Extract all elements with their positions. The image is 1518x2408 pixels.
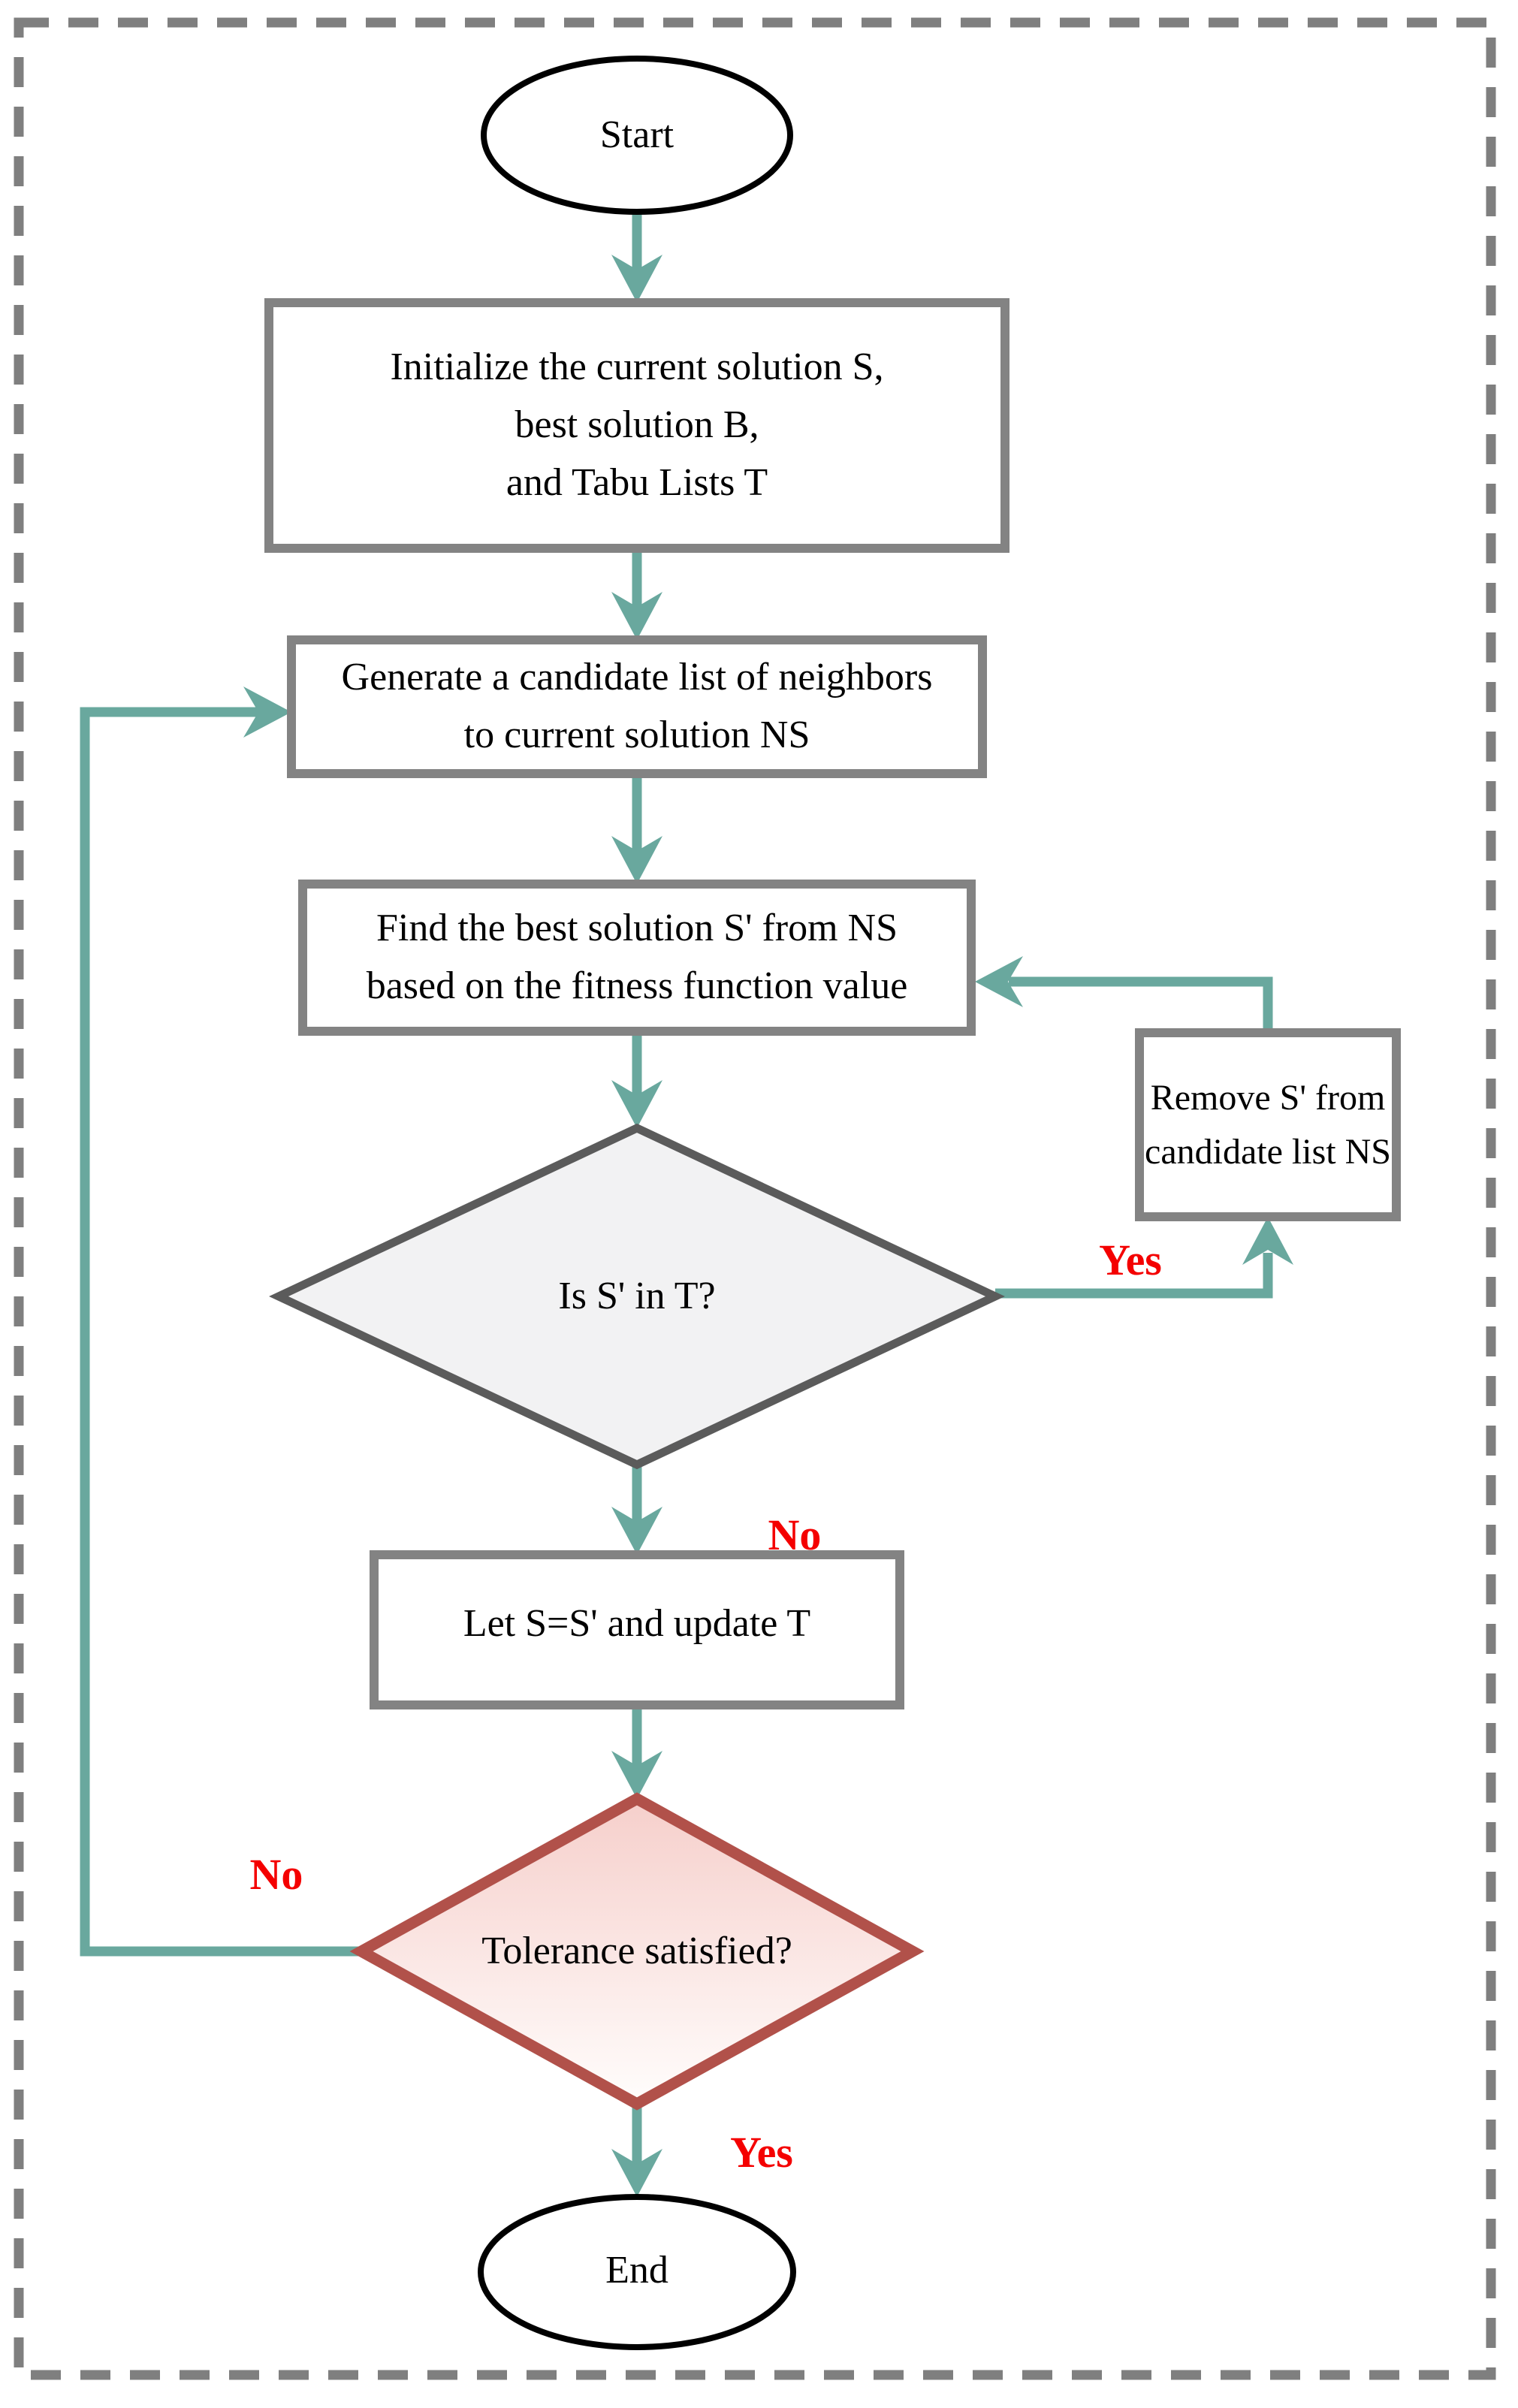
arrowhead-down-icon — [611, 255, 662, 303]
arrowhead-down-icon — [611, 592, 662, 640]
initialize-process-box — [264, 298, 1009, 553]
tabu-no-branch-label: No — [768, 1510, 822, 1559]
find-label: Find the best solution S' from NS based … — [303, 884, 971, 1031]
initialize-label: Initialize the current solution S, best … — [269, 303, 1005, 548]
connector-tolerance-no-to-generate — [80, 707, 361, 1957]
start-label: Start — [599, 113, 674, 156]
remove-line-1: Remove S' from — [1150, 1078, 1386, 1118]
connector-lines — [80, 212, 1273, 2164]
dashed-page-border — [14, 17, 1496, 2380]
initialize-line-3: and Tabu Lists T — [505, 460, 768, 504]
end-terminal-ellipse — [478, 2194, 796, 2350]
tabu-decision-diamond — [269, 1123, 1005, 1470]
arrowhead-down-icon — [611, 1080, 662, 1128]
tabu-decision-label: Is S' in T? — [558, 1274, 716, 1317]
arrowhead-left-icon — [975, 956, 1023, 1007]
connector-remove-to-find — [1009, 976, 1273, 1033]
tolerance-decision-diamond — [349, 1792, 925, 2111]
arrowhead-down-icon — [611, 836, 662, 884]
connector-arrowheads — [243, 255, 1293, 2197]
end-label: End — [605, 2248, 668, 2292]
tolerance-no-branch-label: No — [249, 1849, 303, 1899]
arrowhead-down-icon — [611, 1751, 662, 1799]
remove-process-box — [1135, 1028, 1401, 1221]
remove-line-2: candidate list NS — [1145, 1131, 1391, 1172]
arrowhead-down-icon — [611, 1507, 662, 1555]
generate-process-box — [287, 635, 987, 778]
connector-tabu-yes-to-remove — [995, 1253, 1273, 1299]
find-line-2: based on the fitness function value — [366, 964, 908, 1007]
generate-line-1: Generate a candidate list of neighbors — [341, 656, 933, 699]
find-line-1: Find the best solution S' from NS — [376, 907, 898, 950]
initialize-line-1: Initialize the current solution S, — [390, 346, 884, 389]
tolerance-yes-branch-label: Yes — [730, 2127, 793, 2177]
find-process-box — [298, 880, 976, 1036]
let-update-label: Let S=S' and update T — [463, 1601, 811, 1645]
arrowhead-down-icon — [611, 2149, 662, 2197]
tabu-yes-branch-label: Yes — [1099, 1235, 1162, 1284]
tolerance-decision-label: Tolerance satisfied? — [481, 1929, 792, 1972]
generate-line-2: to current solution NS — [463, 714, 810, 756]
start-terminal-ellipse — [481, 56, 793, 215]
remove-label: Remove S' from candidate list NS — [1132, 1033, 1404, 1217]
arrowhead-up-icon — [1242, 1217, 1293, 1265]
arrowhead-right-icon — [243, 686, 291, 738]
initialize-line-2: best solution B, — [515, 403, 759, 447]
generate-label: Generate a candidate list of neighbors t… — [291, 640, 982, 774]
let-update-process-box — [370, 1550, 904, 1709]
